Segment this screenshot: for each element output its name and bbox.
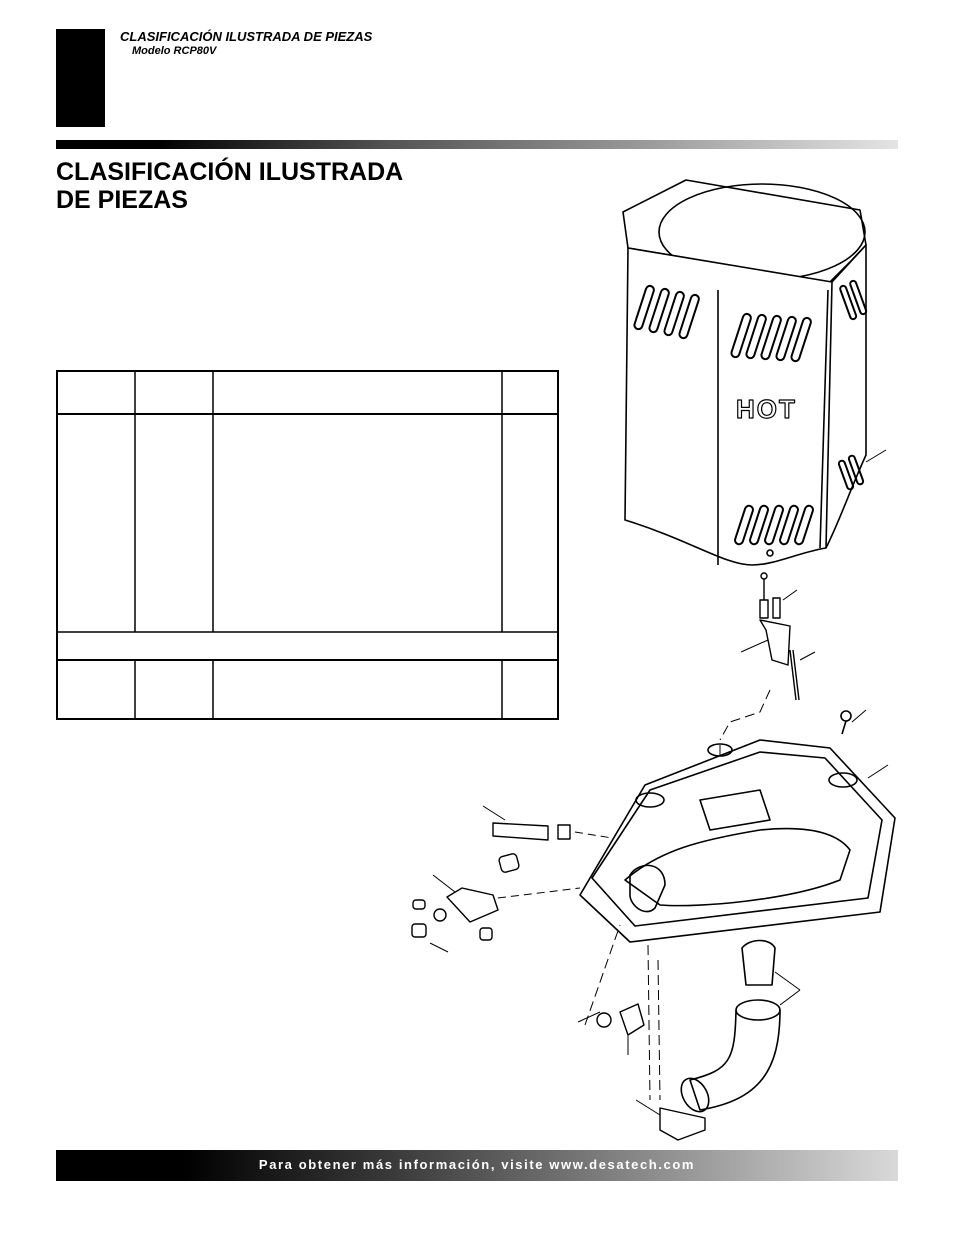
footer-text: Para obtener más información, visite www…: [258, 1157, 696, 1172]
header-section-title: CLASIFICACIÓN ILUSTRADA DE PIEZAS: [120, 29, 373, 44]
parts-illustration: HOT: [411, 179, 896, 1141]
parts-table-grid: [56, 370, 559, 720]
orifice-parts: [577, 924, 645, 1055]
header-model: Modelo RCP80V: [132, 45, 217, 57]
mount-bracket: [635, 944, 706, 1141]
hot-label: HOT: [736, 394, 797, 424]
section-tab: [56, 29, 105, 127]
page-title: CLASIFICACIÓN ILUSTRADA DE PIEZAS: [56, 158, 403, 214]
base-pan: [579, 709, 896, 943]
valve-parts: [411, 805, 613, 953]
parts-table: [56, 370, 559, 720]
pilot-assembly: [740, 572, 816, 701]
page-title-line2: DE PIEZAS: [56, 186, 188, 214]
heater-cabinet: [622, 179, 887, 566]
footer-bar: Para obtener más información, visite www…: [56, 1150, 898, 1181]
top-rule: [56, 140, 898, 149]
page-title-line1: CLASIFICACIÓN ILUSTRADA: [56, 158, 404, 186]
burner-tube: [680, 939, 801, 1113]
